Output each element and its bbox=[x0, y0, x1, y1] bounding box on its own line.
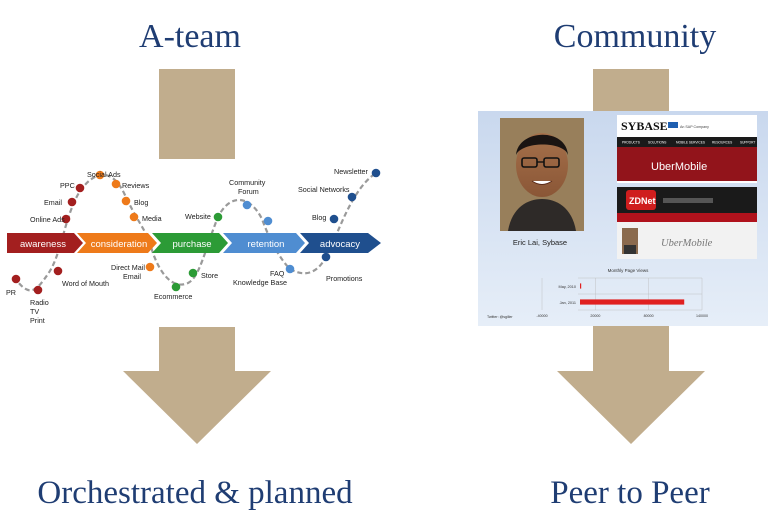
stage-purchase bbox=[152, 233, 228, 253]
label-pr: PR bbox=[6, 288, 16, 297]
chart-tick-label-0: -40000 bbox=[536, 314, 547, 318]
chart-tick-label-3: 140000 bbox=[696, 314, 708, 318]
dot-email bbox=[67, 197, 77, 207]
stage-label-retention: retention bbox=[248, 239, 285, 250]
label-radio: Radio bbox=[30, 298, 49, 307]
twitter-handle: Twitter: @sgiller bbox=[487, 315, 513, 319]
sybase-site-thumbnail: SYBASE An SAP Company PRODUCTS SOLUTIONS… bbox=[617, 115, 757, 183]
ubermobile-banner-text: UberMobile bbox=[651, 161, 707, 173]
label-ecommerce: Ecommerce bbox=[154, 292, 192, 301]
sybase-nav-mobile: MOBILE SERVICES bbox=[676, 141, 705, 145]
stage-label-consideration: consideration bbox=[91, 239, 148, 250]
label-print: Print bbox=[30, 316, 45, 325]
sybase-nav-support: SUPPORT bbox=[740, 141, 755, 145]
community-screenshot-panel: Eric Lai, Sybase SYBASE An SAP Company P… bbox=[478, 111, 768, 326]
label-newsletter: Newsletter bbox=[334, 167, 369, 176]
page-views-chart: Monthly Page Views May, 2010 Jan, 2011 -… bbox=[487, 268, 708, 319]
orchestrated-caption: Orchestrated & planned bbox=[37, 475, 353, 511]
label-blog-2: Blog bbox=[312, 213, 326, 222]
dot-word-of-mouth bbox=[53, 266, 63, 276]
dot-newsletter bbox=[371, 168, 381, 178]
stage-retention bbox=[223, 233, 305, 253]
label-reviews: Reviews bbox=[122, 181, 150, 190]
label-blog-1: Blog bbox=[134, 198, 148, 207]
right-arrow-shaft-top bbox=[593, 69, 669, 111]
chart-tick-label-2: 80000 bbox=[644, 314, 654, 318]
category-label-1: Jan, 2011 bbox=[560, 301, 576, 305]
zdnet-site-thumbnail: ZDNet UberMobile bbox=[617, 187, 757, 259]
label-direct-mail: Direct Mail bbox=[111, 263, 145, 272]
label-tv: TV bbox=[30, 307, 39, 316]
dot-website bbox=[213, 212, 223, 222]
zdnet-logo: ZDNet bbox=[629, 196, 656, 206]
touchpoint-dots bbox=[11, 168, 381, 295]
dot-reviews bbox=[111, 179, 121, 189]
dot-media bbox=[129, 212, 139, 222]
dot-ppc bbox=[75, 183, 85, 193]
label-store: Store bbox=[201, 271, 218, 280]
dot-forum bbox=[263, 216, 273, 226]
ubermobile-zdnet-text: UberMobile bbox=[661, 238, 713, 249]
category-label-0: May, 2010 bbox=[559, 285, 576, 289]
dot-social-networks bbox=[347, 192, 357, 202]
sybase-nav-products: PRODUCTS bbox=[622, 141, 640, 145]
peer-to-peer-caption: Peer to Peer bbox=[550, 475, 710, 511]
sybase-nav-solutions: SOLUTIONS bbox=[648, 141, 666, 145]
customer-journey-diagram: awareness consideration purchase retenti… bbox=[0, 159, 400, 327]
label-media: Media bbox=[142, 214, 162, 223]
dot-social-ads bbox=[95, 170, 105, 180]
label-promotions: Promotions bbox=[326, 274, 363, 283]
left-arrow-shaft-top bbox=[159, 69, 235, 159]
person-caption: Eric Lai, Sybase bbox=[513, 238, 567, 247]
label-knowledge-base: Knowledge Base bbox=[233, 278, 287, 287]
dot-direct-mail bbox=[145, 262, 155, 272]
label-forum: Forum bbox=[238, 187, 259, 196]
label-faq: FAQ bbox=[270, 269, 285, 278]
label-online-ads: Online Ads bbox=[30, 215, 65, 224]
dot-faq bbox=[285, 264, 295, 274]
chart-ticks: -40000 20000 80000 140000 bbox=[536, 314, 708, 318]
label-social-ads: Social Ads bbox=[87, 170, 121, 179]
label-word-of-mouth: Word of Mouth bbox=[62, 279, 109, 288]
chart-bars bbox=[580, 283, 685, 305]
label-website: Website bbox=[185, 212, 211, 221]
label-ppc: PPC bbox=[60, 181, 75, 190]
a-team-title: A-team bbox=[139, 18, 241, 55]
label-email-2: Email bbox=[123, 272, 141, 281]
dot-community bbox=[242, 200, 252, 210]
sybase-nav-resources: RESOURCES bbox=[712, 141, 732, 145]
stage-awareness bbox=[7, 233, 83, 253]
stage-consideration bbox=[77, 233, 157, 253]
stage-label-advocacy: advocacy bbox=[320, 239, 360, 250]
dot-store bbox=[188, 268, 198, 278]
chart-title: Monthly Page Views bbox=[608, 268, 649, 273]
dot-radio bbox=[33, 285, 43, 295]
label-social-networks: Social Networks bbox=[298, 185, 350, 194]
chart-grid bbox=[541, 277, 703, 311]
stage-advocacy bbox=[300, 233, 381, 253]
stage-label-awareness: awareness bbox=[20, 239, 66, 250]
stage-label-purchase: purchase bbox=[172, 239, 211, 250]
chart-bar-1 bbox=[580, 299, 685, 305]
dot-ecommerce bbox=[171, 282, 181, 292]
label-community: Community bbox=[229, 178, 266, 187]
sybase-logo: SYBASE bbox=[621, 119, 668, 133]
right-down-arrow bbox=[557, 325, 705, 444]
person-photo bbox=[500, 118, 584, 231]
community-title: Community bbox=[553, 18, 717, 55]
dot-online-ads bbox=[61, 214, 71, 224]
dot-blog-1 bbox=[121, 196, 131, 206]
chart-tick-label-1: 20000 bbox=[590, 314, 600, 318]
chart-bar-0 bbox=[580, 283, 582, 289]
dot-promotions bbox=[321, 252, 331, 262]
sap-tag: An SAP Company bbox=[680, 125, 709, 129]
dot-blog-2 bbox=[329, 214, 339, 224]
label-email: Email bbox=[44, 198, 62, 207]
left-down-arrow bbox=[123, 325, 271, 444]
dot-pr bbox=[11, 274, 21, 284]
